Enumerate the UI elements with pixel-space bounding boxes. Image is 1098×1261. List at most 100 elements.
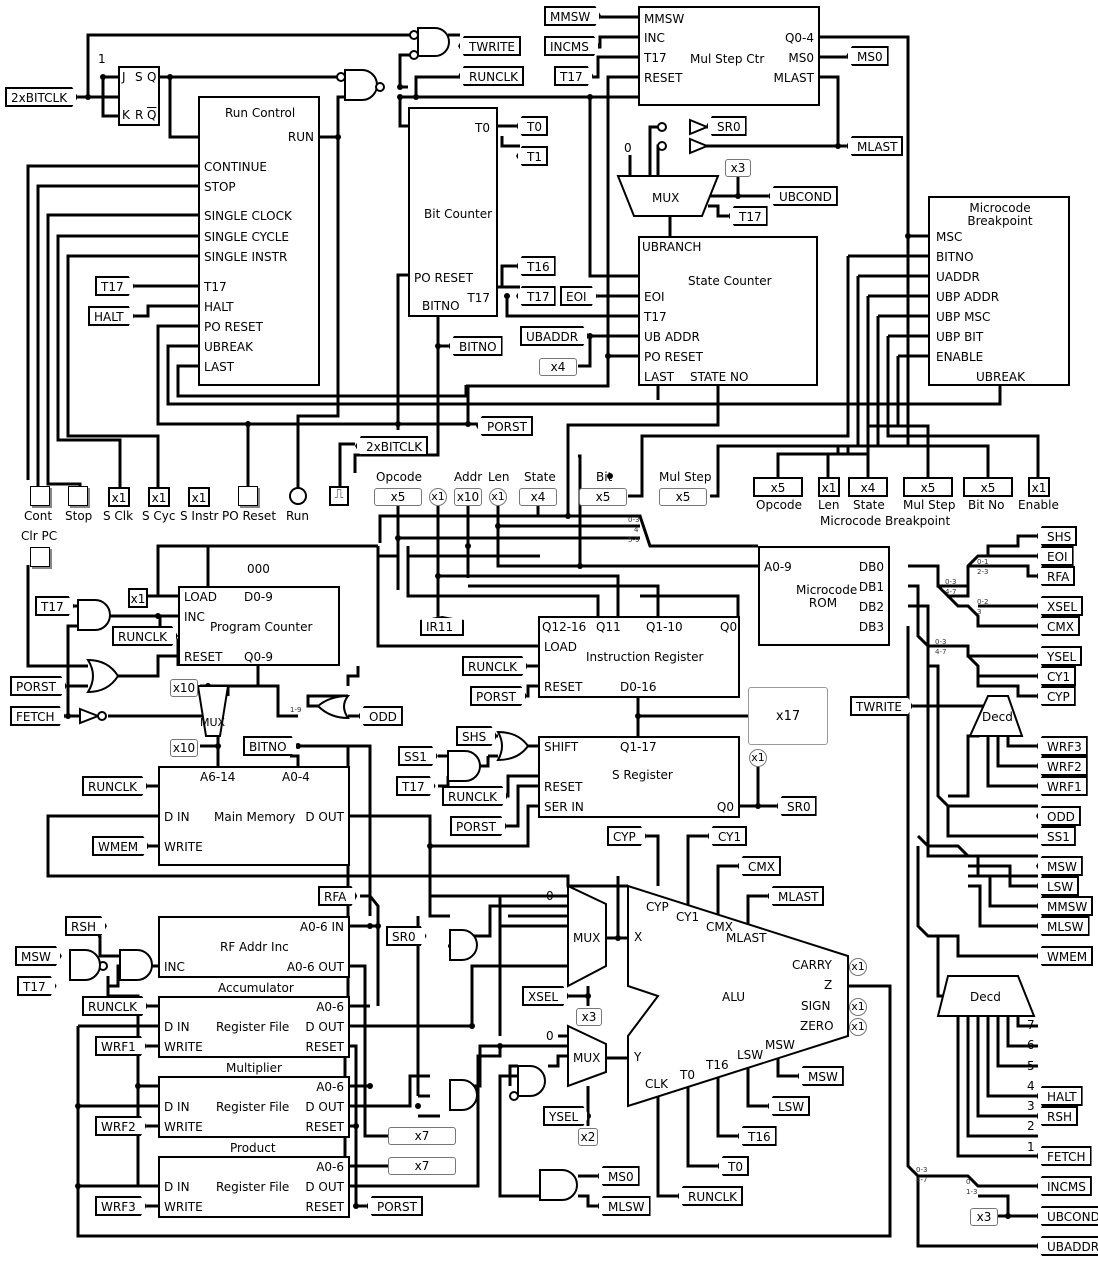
bit-counter-bitno: BITNO — [422, 299, 460, 313]
pin-po-reset: PO RESET — [204, 320, 263, 334]
tag-msw: MSW — [15, 946, 62, 966]
pin-z: Z — [824, 978, 833, 992]
tag-wrf2-r: WRF2 — [1036, 756, 1088, 776]
decoder-out-3: 3 — [1027, 1099, 1035, 1113]
s-clk-input[interactable]: x1 — [108, 487, 130, 507]
pin-d-in: D IN — [164, 1180, 190, 1194]
pin-last: LAST — [644, 370, 675, 384]
tag-ubcond-r: UBCOND — [1036, 1206, 1098, 1226]
tag-shs: SHS — [456, 726, 497, 746]
stop-button[interactable] — [68, 486, 88, 506]
bp-state-input[interactable]: x4 — [848, 477, 888, 497]
pin-load: LOAD — [184, 590, 217, 604]
tag-ubcond: UBCOND — [768, 186, 838, 206]
bp-len-input[interactable]: x1 — [818, 477, 840, 497]
run-control-title: Run Control — [225, 106, 296, 120]
bp-bit-no-input[interactable]: x5 — [963, 477, 1013, 497]
microcode-rom: A0-9 Microcode ROM DB0 DB1 DB2 DB3 — [758, 546, 890, 646]
mul-step-ctr-title: Mul Step Ctr — [690, 52, 765, 66]
pin-d-in: D IN — [164, 1020, 190, 1034]
instruction-register-title: Instruction Register — [586, 650, 704, 664]
tag-runclk-rf: RUNCLK — [82, 996, 148, 1016]
tag-msw-alu: MSW — [797, 1066, 844, 1086]
tag-xsel: XSEL — [522, 986, 569, 1006]
zero-probe: x1 — [849, 1018, 867, 1036]
split-0-2: 0-2 — [977, 598, 989, 606]
tag-t1: T1 — [516, 146, 548, 166]
split-rom-0-3: 0-3 — [945, 578, 957, 586]
bit-counter-title: Bit Counter — [424, 207, 493, 221]
pin-reset: RESET — [305, 1200, 344, 1214]
tag-ysel-r: YSEL — [1036, 646, 1083, 666]
register-file-product: A0-6 D IN Register File D OUT WRITE RESE… — [158, 1156, 350, 1218]
bit-counter-t0: T0 — [475, 121, 490, 135]
tag-mlsw-and: MLSW — [597, 1196, 651, 1216]
tag-runclk-alu: RUNCLK — [677, 1186, 744, 1206]
bp-bit-no-label: Bit No — [968, 498, 1005, 512]
pin-q0: Q0 — [716, 800, 734, 814]
clock-icon[interactable]: ⎍ — [329, 486, 349, 506]
bp-len-label: Len — [818, 498, 840, 512]
jk-flipflop: J S Q K R Q — [118, 66, 160, 126]
bit-counter: Bit Counter T0 T17 PO RESET BITNO — [408, 107, 498, 317]
po-reset-button[interactable] — [238, 486, 258, 506]
pin-stop: STOP — [204, 180, 236, 194]
bp-mul-step-input[interactable]: x5 — [903, 477, 953, 497]
po-reset-label: PO Reset — [222, 509, 277, 523]
pin-cmx: CMX — [706, 920, 733, 934]
pin-db3: DB3 — [858, 620, 884, 634]
bp-group-label: Microcode Breakpoint — [820, 514, 951, 528]
len-probe: x1 — [489, 488, 507, 506]
sign-probe: x1 — [849, 998, 867, 1016]
tag-wmem-r: WMEM — [1036, 946, 1094, 966]
pin-a0-6: A0-6 — [316, 1000, 344, 1014]
microcode-breakpoint-title: Microcode Breakpoint — [967, 201, 1033, 228]
register-file-accumulator: A0-6 D IN Register File D OUT WRITE RESE… — [158, 996, 350, 1058]
pin-t17: T17 — [644, 51, 667, 65]
tag-cyp: CYP — [607, 826, 647, 846]
tag-wmem: WMEM — [92, 836, 149, 856]
program-counter: LOAD INC RESET D0-9 Q0-9 Program Counter — [178, 586, 340, 666]
pin-a0-6-out: A0-6 OUT — [286, 960, 344, 974]
clr-pc-button[interactable] — [30, 547, 50, 567]
ubranch-x3-probe: x3 — [725, 159, 751, 177]
state-probe-label: State — [524, 470, 556, 484]
tag-wrf3-r: WRF3 — [1036, 736, 1088, 756]
split-2-3: 2-3 — [977, 568, 989, 576]
s-instr-input[interactable]: x1 — [188, 487, 210, 507]
tag-2xbitclk: 2xBITCLK — [5, 87, 78, 107]
tag-wrf3: WRF3 — [95, 1196, 147, 1216]
pin-a0-6: A0-6 — [316, 1080, 344, 1094]
pin-a0-9: A0-9 — [764, 560, 792, 574]
carry-probe: x1 — [849, 958, 867, 976]
pin-shift: SHIFT — [544, 740, 579, 754]
y-mux-zero: 0 — [546, 1029, 554, 1043]
pc-load-input[interactable]: x1 — [128, 588, 148, 608]
pin-a0-6-in: A0-6 IN — [299, 920, 344, 934]
pin-t0: T0 — [680, 1068, 695, 1082]
bp-opcode-input[interactable]: x5 — [753, 477, 803, 497]
pin-reset: RESET — [305, 1120, 344, 1134]
bp-enable-input[interactable]: x1 — [1028, 477, 1050, 497]
split-1-3: 1-3 — [966, 1188, 978, 1196]
s-cyc-input[interactable]: x1 — [148, 487, 170, 507]
pin-load: LOAD — [544, 640, 577, 654]
addr-probe: x10 — [454, 488, 482, 506]
pin-ubp-msc: UBP MSC — [936, 310, 991, 324]
decoder-out-6: 6 — [1027, 1038, 1035, 1052]
pin-halt: HALT — [204, 300, 234, 314]
register-file-title: Register File — [216, 1020, 290, 1034]
tag-ir11: IR11 — [420, 616, 465, 636]
tag-rsh-r: RSH — [1036, 1106, 1078, 1126]
pc-const: 000 — [247, 562, 270, 576]
pin-po-reset: PO RESET — [644, 350, 703, 364]
decoder-lower-label: Decd — [970, 990, 1001, 1004]
pin-ub-addr: UB ADDR — [644, 330, 700, 344]
cont-button[interactable] — [30, 486, 50, 506]
tag-porst-rf: PORST — [366, 1196, 423, 1216]
pin-write: WRITE — [164, 1200, 203, 1214]
tag-lsw-r: LSW — [1036, 876, 1080, 896]
rf-addr-probe-b: x7 — [388, 1157, 456, 1175]
ff-qn: Q — [147, 108, 157, 122]
run-control: Run Control RUN CONTINUE STOP SINGLE CLO… — [198, 96, 320, 386]
